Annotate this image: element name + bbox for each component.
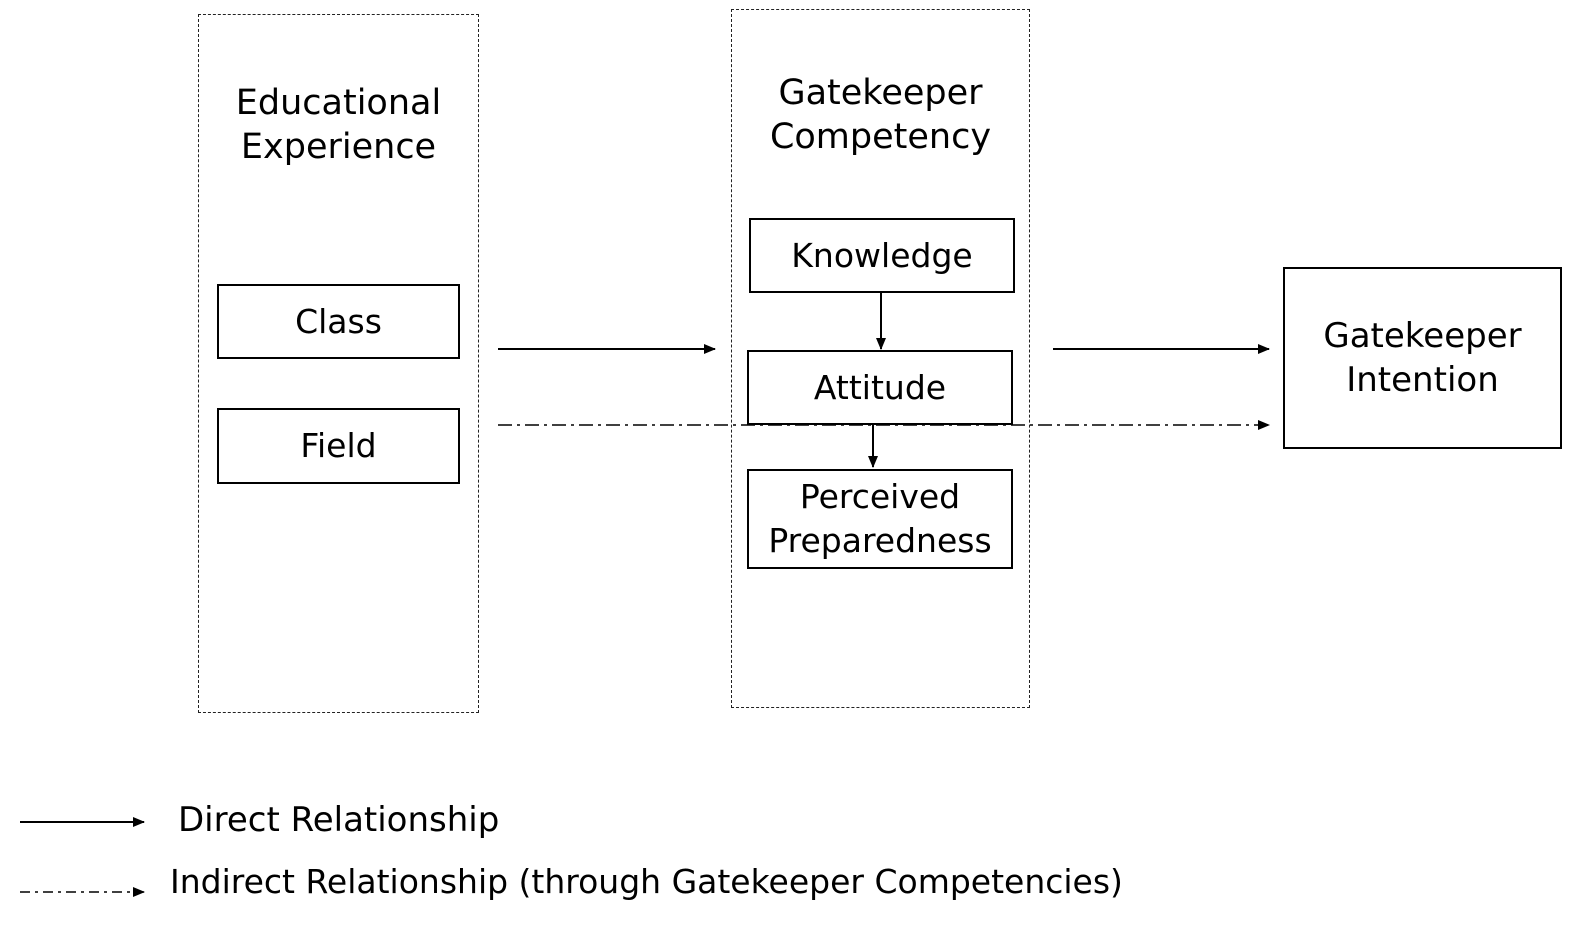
educational-experience-title-line1: Educational <box>235 83 442 123</box>
class-label: Class <box>295 301 382 341</box>
gatekeeper-intention-node: Gatekeeper Intention <box>1283 267 1562 449</box>
educational-experience-group: Educational Experience <box>198 14 479 713</box>
perceived-preparedness-label-line1: Perceived <box>799 477 961 516</box>
class-node: Class <box>217 284 460 359</box>
perceived-preparedness-node: Perceived Preparedness <box>747 469 1013 569</box>
gatekeeper-intention-label-line2: Intention <box>1346 360 1499 400</box>
perceived-preparedness-label-line2: Preparedness <box>768 521 992 560</box>
attitude-label: Attitude <box>813 367 947 407</box>
legend-direct-label: Direct Relationship <box>178 800 500 840</box>
gatekeeper-competency-title-line1: Gatekeeper <box>778 73 983 113</box>
attitude-node: Attitude <box>747 350 1013 425</box>
gatekeeper-competency-group: Gatekeeper Competency <box>731 9 1030 708</box>
field-label: Field <box>300 426 377 465</box>
educational-experience-title: Educational Experience <box>199 81 478 169</box>
gatekeeper-intention-label-line1: Gatekeeper <box>1323 316 1522 356</box>
educational-experience-title-line2: Experience <box>240 127 437 167</box>
knowledge-label: Knowledge <box>791 235 973 275</box>
knowledge-node: Knowledge <box>749 218 1015 293</box>
field-node: Field <box>217 408 460 484</box>
legend-indirect-label: Indirect Relationship (through Gatekeepe… <box>170 862 1123 901</box>
gatekeeper-competency-title-line2: Competency <box>769 117 992 157</box>
gatekeeper-competency-title: Gatekeeper Competency <box>732 71 1029 159</box>
